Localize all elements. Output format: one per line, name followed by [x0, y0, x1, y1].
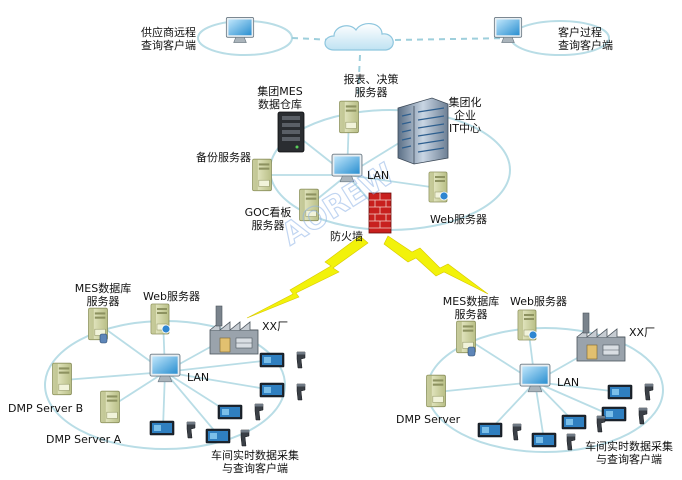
left-factory-icon	[209, 305, 259, 355]
left-web-server-label: Web服务器	[143, 290, 200, 303]
left-scanner-4	[186, 421, 196, 439]
right-web-server-label: Web服务器	[510, 295, 567, 308]
left-scanner-3	[254, 403, 264, 421]
right-workshop-label: 车间实时数据采集 与查询客户端	[585, 440, 673, 466]
left-dmp-server-a-label: DMP Server A	[46, 433, 122, 446]
left-dmp-server-a-icon	[100, 390, 120, 424]
right-lan-label: LAN	[557, 376, 580, 389]
right-terminal-4	[531, 432, 557, 448]
right-scanner-3	[596, 415, 606, 433]
right-mes-db-server-icon	[456, 320, 476, 357]
right-scanner-1	[644, 383, 654, 401]
mes-warehouse-rack-icon	[277, 111, 305, 153]
goc-server-label: GOC看板 服务器	[244, 206, 292, 232]
left-dmp-server-b-icon	[52, 362, 72, 396]
report-server-label: 报表、决策 服务器	[343, 73, 399, 99]
left-terminal-3	[217, 404, 243, 420]
left-terminal-2	[259, 382, 285, 398]
firewall-label: 防火墙	[330, 230, 363, 243]
right-terminal-5	[477, 422, 503, 438]
left-mes-db-server-icon	[88, 307, 108, 344]
supplier-client-label: 供应商远程 查询客户端	[141, 26, 196, 52]
lightning-right-icon	[383, 235, 489, 295]
left-scanner-2	[296, 383, 306, 401]
right-terminal-1	[607, 384, 633, 400]
left-lan-label: LAN	[187, 371, 210, 384]
right-dmp-server-label: DMP Server	[396, 413, 461, 426]
right-terminal-2	[601, 406, 627, 422]
right-scanner-5	[512, 423, 522, 441]
mes-warehouse-label: 集团MES 数据仓库	[257, 85, 303, 111]
left-scanner-5	[240, 429, 250, 447]
hq-web-server-icon	[428, 171, 449, 203]
right-factory-icon	[576, 312, 626, 362]
right-lan-monitor-icon	[519, 363, 551, 393]
supplier-monitor-icon	[225, 16, 255, 44]
it-center-label: 集团化 企业 IT中心	[448, 96, 482, 135]
left-web-server-icon	[150, 303, 171, 335]
left-terminal-1	[259, 352, 285, 368]
left-scanner-1	[296, 351, 306, 369]
left-workshop-label: 车间实时数据采集 与查询客户端	[211, 449, 299, 475]
left-dmp-server-b-label: DMP Server B	[8, 402, 84, 415]
right-web-server-icon	[517, 309, 538, 341]
right-factory-label: XX厂	[629, 326, 656, 339]
left-terminal-4	[149, 420, 175, 436]
hq-lan-label: LAN	[367, 169, 390, 182]
left-mes-db-label: MES数据库 服务器	[74, 282, 132, 308]
it-center-building-icon	[397, 97, 449, 165]
backup-server-icon	[252, 158, 272, 192]
customer-client-label: 客户过程 查询客户端	[558, 26, 613, 52]
lightning-left-icon	[246, 235, 369, 319]
right-terminal-3	[561, 414, 587, 430]
report-server-icon	[339, 100, 359, 134]
right-scanner-4	[566, 433, 576, 451]
left-terminal-5	[205, 428, 231, 444]
internet-cloud-icon	[324, 23, 394, 51]
right-dmp-server-icon	[426, 374, 446, 408]
firewall-icon	[368, 192, 392, 234]
hq-web-server-label: Web服务器	[430, 213, 487, 226]
right-mes-db-label: MES数据库 服务器	[442, 295, 500, 321]
backup-server-label: 备份服务器	[196, 151, 251, 164]
left-factory-label: XX厂	[262, 320, 289, 333]
